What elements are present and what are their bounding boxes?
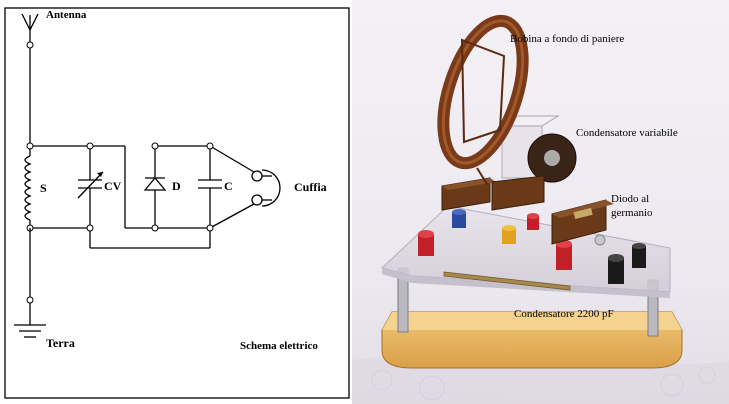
coil-terminal-block	[441, 177, 496, 211]
radio-photo: Bobina a fondo di paniere Condensatore v…	[352, 0, 729, 404]
variable-capacitor-icon	[77, 146, 104, 228]
germanium-diode	[551, 199, 614, 246]
tablecloth	[352, 357, 729, 404]
capacitor-2200pf	[443, 271, 571, 291]
variable-capacitor-label: CV	[104, 179, 122, 193]
diode-label-line2: germanio	[611, 207, 653, 219]
capacitor-2200pf-label: Condensatore 2200 pF	[514, 308, 614, 320]
circuit-schematic: Antenna S CV D C	[4, 7, 350, 399]
terminal-posts	[418, 209, 646, 284]
antenna-label: Antenna	[46, 9, 87, 21]
ground-label: Terra	[46, 336, 75, 350]
variable-capacitor-label: Condensatore variabile	[576, 127, 678, 139]
basket-coil-label: Bobina a fondo di paniere	[510, 33, 624, 45]
ground-icon	[14, 324, 46, 338]
antenna-icon	[21, 13, 39, 45]
capacitor-label: C	[224, 179, 233, 193]
capacitor-icon	[198, 146, 222, 228]
headphones-label: Cuffia	[294, 180, 327, 194]
schematic-frame	[4, 7, 350, 399]
diode-icon	[143, 146, 167, 228]
antenna-node	[26, 41, 34, 49]
variable-capacitor	[491, 115, 577, 211]
wooden-base	[381, 311, 683, 369]
schematic-caption: Schema elettrico	[240, 340, 318, 352]
diode-label-line1: Diodo al	[611, 193, 649, 205]
basket-coil	[437, 14, 529, 185]
diode-label: D	[172, 179, 181, 193]
coil-label: S	[40, 181, 47, 195]
headphones-icon	[209, 145, 281, 229]
